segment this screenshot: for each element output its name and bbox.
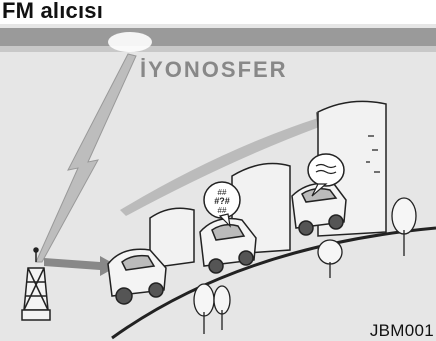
- signal-to-ionosphere: [36, 54, 136, 262]
- ionosphere-label: İYONOSFER: [140, 57, 288, 83]
- figure-code: JBM001: [370, 321, 434, 341]
- car-first: [108, 249, 166, 304]
- svg-text:#?#: #?#: [214, 196, 230, 206]
- page-title: FM alıcısı: [2, 0, 103, 24]
- diagram-frame: ## #?# ## İYONOSFER JBM001: [0, 24, 436, 341]
- ionosphere-band: [0, 28, 436, 52]
- car-middle: [200, 219, 256, 274]
- signal-to-first-car: [44, 256, 118, 276]
- tree-cluster-bottom: [194, 284, 230, 334]
- svg-text:##: ##: [218, 206, 227, 215]
